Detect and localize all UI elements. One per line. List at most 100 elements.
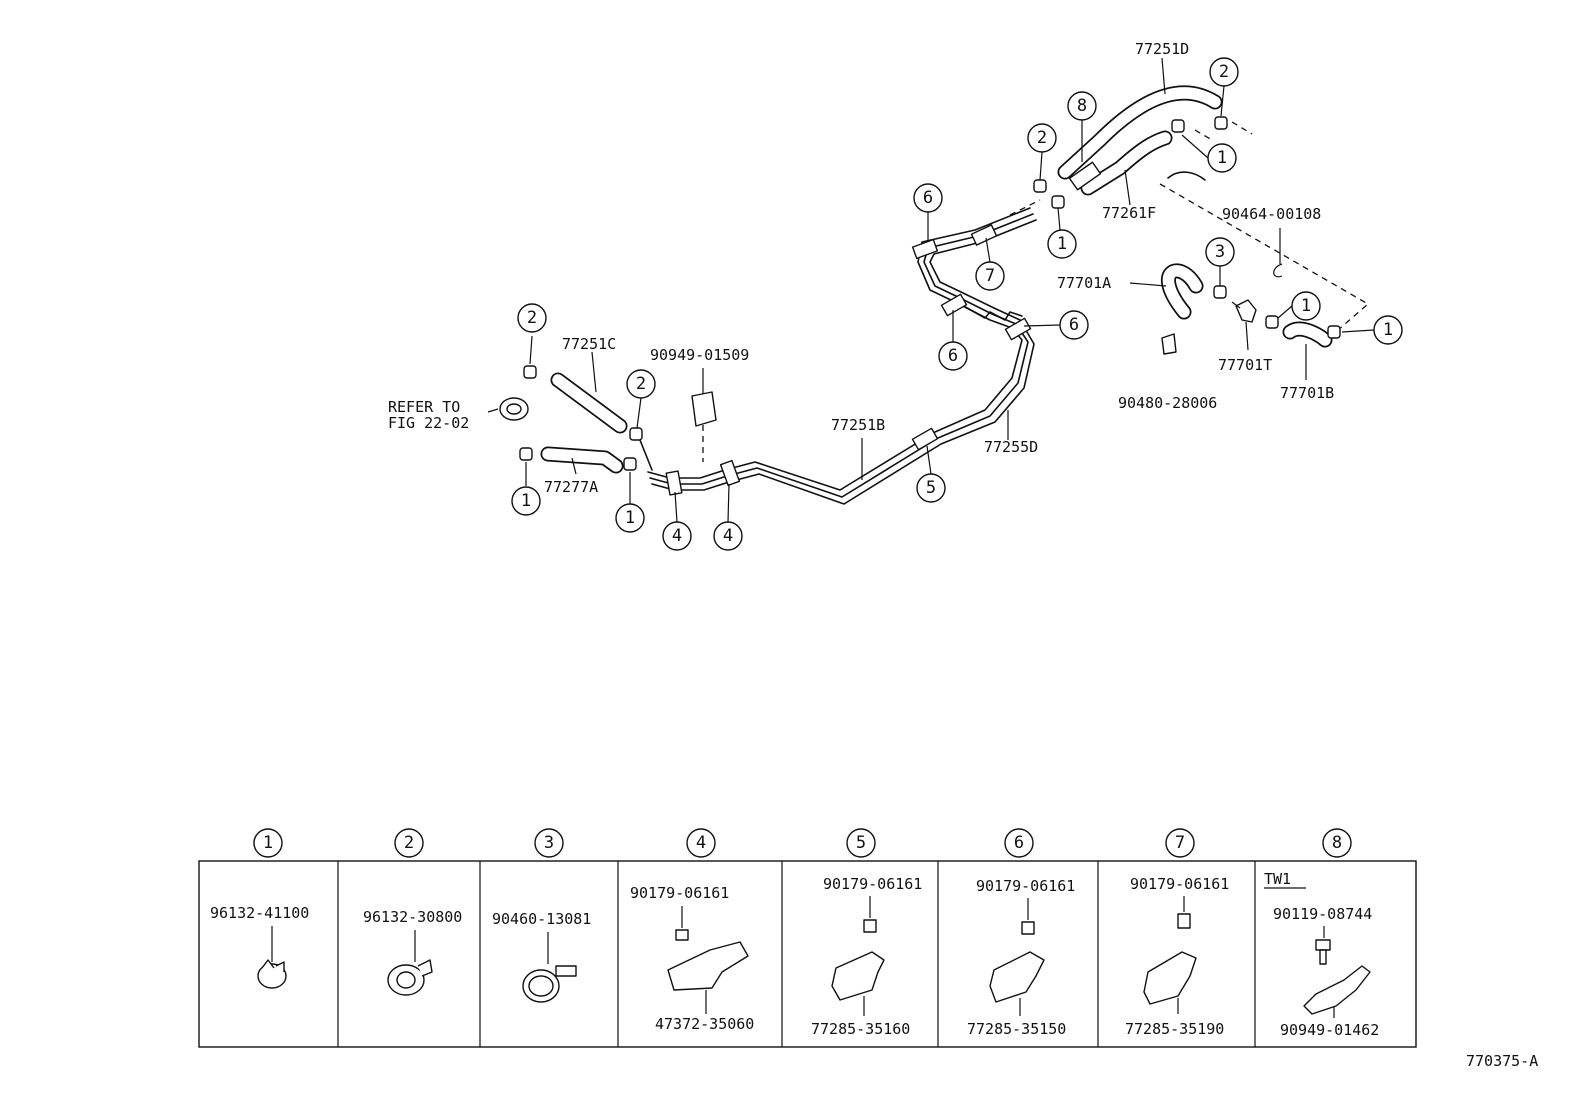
clip-90464 [1273,263,1283,278]
svg-text:2: 2 [1037,128,1047,148]
callout-1: 1 [511,486,541,516]
callout-1: 1 [615,503,645,533]
label-77251C: 77251C [562,335,616,353]
svg-text:5: 5 [856,833,866,853]
refer-note-line2: FIG 22-02 [388,414,469,432]
legend-1-part: 96132-41100 [210,904,309,922]
bolt-icon [1021,921,1035,935]
callout-2: 2 [1209,57,1239,87]
svg-text:1: 1 [1057,234,1067,254]
dash-route-90464 [1159,183,1370,331]
hose-clips [519,116,1341,471]
bolt-icon [675,929,689,941]
callout-2: 2 [626,369,656,399]
clip-bracket-icon [1303,965,1371,1015]
legend-callout-8: 8 [1322,828,1352,858]
callout-1: 1 [1207,143,1237,173]
valve-77701T [1231,299,1257,323]
hose-77277A [540,446,624,474]
callout-6: 6 [1059,310,1089,340]
hose-stub [1167,171,1206,181]
label-77701T: 77701T [1218,356,1272,374]
callout-6: 6 [938,341,968,371]
legend-callout-7: 7 [1165,828,1195,858]
bolt-icon [1315,939,1331,965]
bolt-icon [863,919,877,933]
band-clamp-icon [522,965,577,1003]
label-77701B: 77701B [1280,384,1334,402]
legend-7-bolt: 90179-06161 [1130,875,1229,893]
figure-id: 770375-A [1466,1052,1538,1070]
callout-4: 4 [662,521,692,551]
legend-callout-4: 4 [686,828,716,858]
legend-5-clamp: 77285-35160 [811,1020,910,1038]
legend-callout-6: 6 [1004,828,1034,858]
hose-77701B [1282,321,1333,348]
clamp-bracket-icon [1143,951,1197,1005]
hose-77261F [1080,130,1173,196]
callout-5: 5 [916,473,946,503]
svg-text:4: 4 [696,833,706,853]
legend-callout-5: 5 [846,828,876,858]
callout-6: 6 [913,183,943,213]
refer-note-line1: REFER TO [388,398,460,416]
svg-text:1: 1 [521,491,531,511]
callout-1: 1 [1373,315,1403,345]
hose-clip-icon [257,959,287,989]
svg-text:3: 3 [1215,242,1225,262]
callout-2: 2 [517,303,547,333]
svg-text:4: 4 [723,526,733,546]
svg-text:2: 2 [404,833,414,853]
legend-4-bolt: 90179-06161 [630,884,729,902]
callout-4: 4 [713,521,743,551]
diagram-part-labels: 77251D 77261F 90464-00108 77701A 77701T … [388,40,1334,496]
svg-text:6: 6 [948,346,958,366]
legend-6-bolt: 90179-06161 [976,877,1075,895]
svg-text:1: 1 [625,508,635,528]
clamp-8 [1068,161,1102,191]
svg-text:5: 5 [926,478,936,498]
svg-text:2: 2 [636,374,646,394]
svg-text:7: 7 [985,266,995,286]
svg-text:1: 1 [1301,296,1311,316]
dash-to-tank-b [1194,129,1213,141]
callout-1: 1 [1047,229,1077,259]
label-77251D: 77251D [1135,40,1189,58]
callout-8: 8 [1067,91,1097,121]
legend-4-clamp: 47372-35060 [655,1015,754,1033]
svg-text:1: 1 [1383,320,1393,340]
label-77255D: 77255D [984,438,1038,456]
label-77277A: 77277A [544,478,598,496]
label-77701A: 77701A [1057,274,1111,292]
svg-text:2: 2 [1219,62,1229,82]
hose-77251C [550,372,628,434]
leader-lines [525,57,1375,523]
bolt-icon [1177,913,1191,929]
clamp-bracket-icon [667,941,749,991]
dash-to-tank-a [1231,121,1253,135]
dash-pipe-end [1009,199,1041,216]
svg-text:3: 3 [544,833,554,853]
legend-2-part: 96132-30800 [363,908,462,926]
legend-table: 1 2 3 4 5 6 7 8 96132-41100 96132-30800 … [198,828,1417,1048]
clamp-bracket-icon [989,951,1045,1003]
svg-text:4: 4 [672,526,682,546]
hose-77251D [1057,85,1223,180]
diagram-callouts: 2 8 2 1 6 1 7 3 1 1 6 6 5 2 2 1 1 4 4 [511,57,1403,551]
legend-8-clip: 90949-01462 [1280,1021,1379,1039]
svg-text:6: 6 [1069,315,1079,335]
callout-2: 2 [1027,123,1057,153]
svg-text:2: 2 [527,308,537,328]
label-77251B: 77251B [831,416,885,434]
legend-3-part: 90460-13081 [492,910,591,928]
svg-text:8: 8 [1332,833,1342,853]
clamp-bracket-icon [831,951,885,1001]
hose-clip-icon [387,959,433,996]
svg-text:8: 8 [1077,96,1087,116]
label-90464-00108: 90464-00108 [1222,205,1321,223]
band-clamp-ref [487,397,529,421]
legend-8-tag: TW1 [1264,870,1291,888]
callout-1: 1 [1291,291,1321,321]
